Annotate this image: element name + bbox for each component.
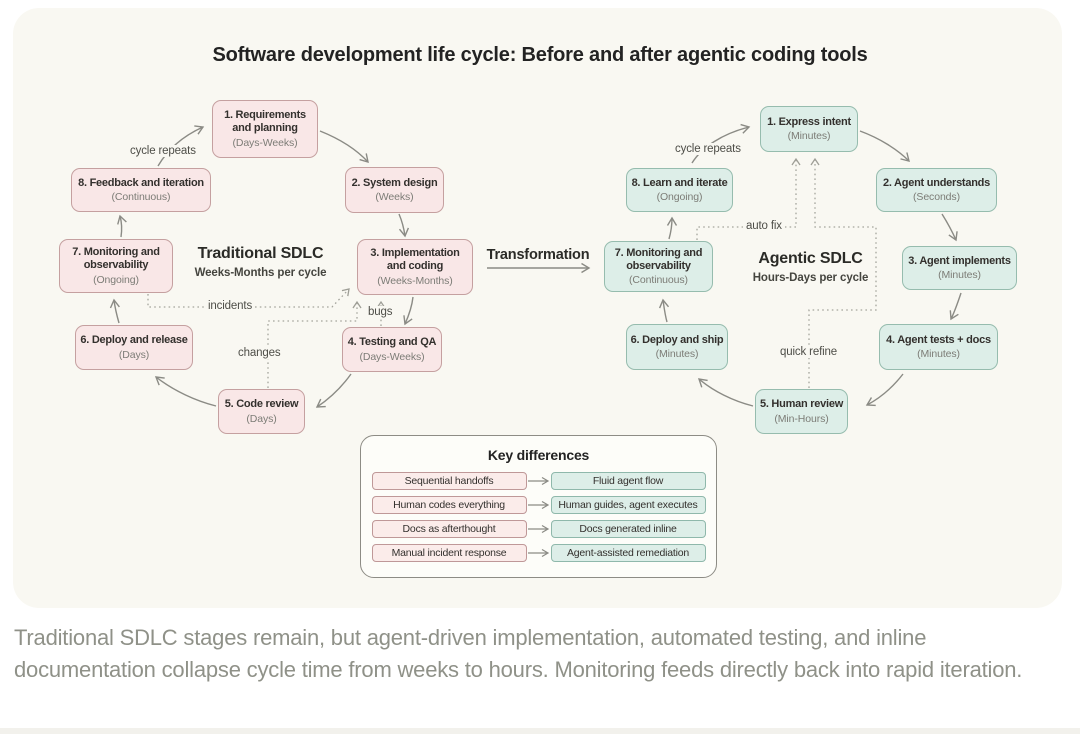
arrow-right-icon: [527, 476, 549, 486]
quick-refine-label: quick refine: [777, 346, 841, 358]
node-agentic-tests-docs: 4. Agent tests + docs (Minutes): [879, 324, 998, 370]
node-agentic-learn-iterate: 8. Learn and iterate (Ongoing): [626, 168, 733, 212]
after-item: Agent-assisted remediation: [550, 544, 706, 562]
key-differences-row: Human codes everything Human guides, age…: [371, 496, 706, 514]
before-item: Sequential handoffs: [371, 472, 527, 490]
incidents-label: incidents: [205, 300, 256, 312]
before-item: Human codes everything: [371, 496, 527, 514]
node-traditional-code-review: 5. Code review (Days): [218, 389, 305, 434]
node-traditional-requirements: 1. Requirements and planning (Days-Weeks…: [212, 100, 318, 158]
key-differences-row: Manual incident response Agent-assisted …: [371, 544, 706, 562]
cycle-repeats-label-traditional: cycle repeats: [127, 145, 199, 157]
node-agentic-implements: 3. Agent implements (Minutes): [902, 246, 1017, 290]
node-traditional-monitoring: 7. Monitoring and observability (Ongoing…: [59, 239, 173, 293]
node-agentic-human-review: 5. Human review (Min-Hours): [755, 389, 848, 434]
node-agentic-monitoring: 7. Monitoring and observability (Continu…: [604, 241, 713, 292]
node-traditional-system-design: 2. System design (Weeks): [345, 167, 444, 213]
node-traditional-testing: 4. Testing and QA (Days-Weeks): [342, 327, 442, 372]
before-item: Manual incident response: [371, 544, 527, 562]
node-traditional-deploy: 6. Deploy and release (Days): [75, 325, 193, 370]
after-item: Human guides, agent executes: [550, 496, 706, 514]
cycle-repeats-label-agentic: cycle repeats: [672, 143, 744, 155]
key-differences-row: Sequential handoffs Fluid agent flow: [371, 472, 706, 490]
next-section-edge: [0, 728, 1080, 734]
diagram-title: Software development life cycle: Before …: [212, 44, 868, 66]
arrow-right-icon: [527, 524, 549, 534]
figure-caption: Traditional SDLC stages remain, but agen…: [14, 625, 1023, 682]
key-differences-panel: Key differences Sequential handoffs Flui…: [360, 435, 717, 578]
node-agentic-express-intent: 1. Express intent (Minutes): [760, 106, 858, 152]
before-item: Docs as afterthought: [371, 520, 527, 538]
solid-flow-arrows: [109, 123, 962, 408]
node-agentic-understands: 2. Agent understands (Seconds): [876, 168, 997, 212]
changes-label: changes: [235, 347, 284, 359]
auto-fix-label: auto fix: [743, 220, 785, 232]
node-traditional-feedback: 8. Feedback and iteration (Continuous): [71, 168, 211, 212]
transformation-label: Transformation: [486, 247, 590, 263]
agentic-cycle-label: Agentic SDLC Hours-Days per cycle: [752, 250, 869, 284]
key-differences-row: Docs as afterthought Docs generated inli…: [371, 520, 706, 538]
node-agentic-deploy-ship: 6. Deploy and ship (Minutes): [626, 324, 728, 370]
arrow-right-icon: [527, 548, 549, 558]
arrow-right-icon: [527, 500, 549, 510]
changes-path: [267, 300, 362, 388]
key-differences-title: Key differences: [487, 447, 590, 463]
traditional-cycle-label: Traditional SDLC Weeks-Months per cycle: [194, 245, 327, 279]
after-item: Docs generated inline: [550, 520, 706, 538]
node-traditional-implementation: 3. Implementation and coding (Weeks-Mont…: [357, 239, 473, 295]
bugs-label: bugs: [365, 306, 396, 318]
after-item: Fluid agent flow: [550, 472, 706, 490]
